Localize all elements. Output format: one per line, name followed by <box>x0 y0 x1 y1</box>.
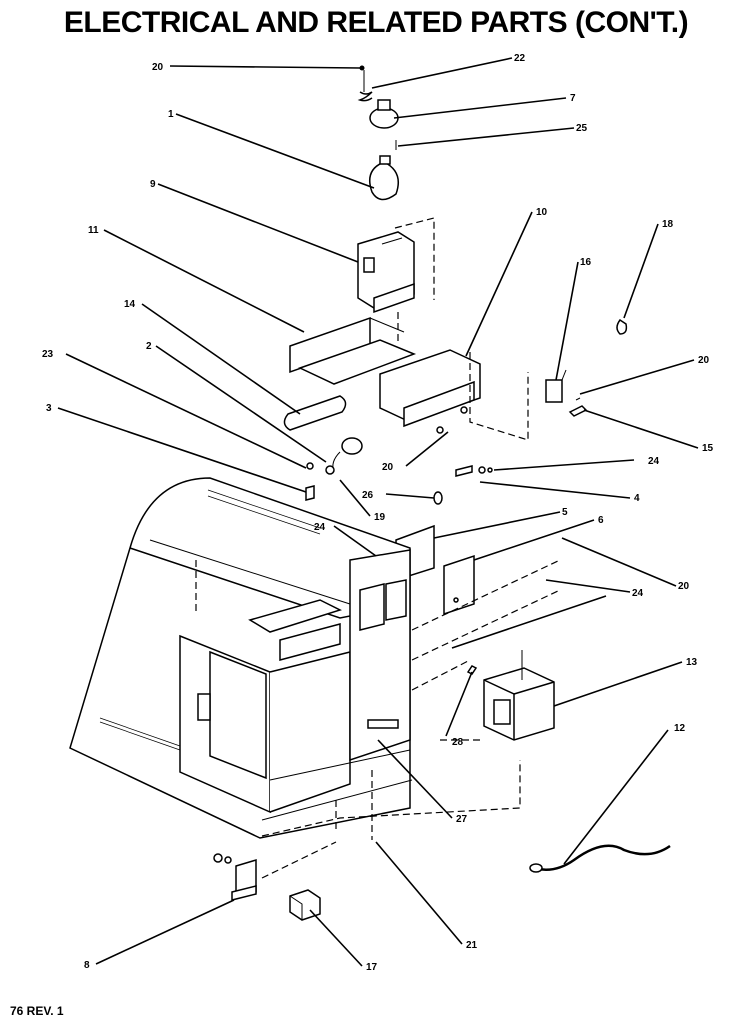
callout-label: 19 <box>374 512 386 523</box>
capacitor <box>283 395 363 475</box>
callout-label: 2 <box>146 341 152 352</box>
callout-label: 16 <box>580 257 592 268</box>
callout-label: 13 <box>686 657 698 668</box>
callout-label: 20 <box>698 355 710 366</box>
callout-5: 5 <box>433 507 568 539</box>
callout-20-mid: 20 <box>382 431 449 473</box>
callout-label: 5 <box>562 507 568 518</box>
lamp-socket-assembly <box>357 70 399 150</box>
callout-1: 1 <box>168 109 375 189</box>
transformer <box>483 650 555 741</box>
callout-label: 26 <box>362 490 374 501</box>
power-cord <box>529 844 671 873</box>
fasteners <box>305 462 493 505</box>
callout-label: 12 <box>674 723 686 734</box>
side-plate <box>443 554 475 616</box>
callout-label: 24 <box>314 522 326 533</box>
callout-label: 22 <box>514 53 526 64</box>
callout-20-lower: 20 <box>561 537 690 592</box>
callout-label: 14 <box>124 299 136 310</box>
callout-28: 28 <box>445 671 473 748</box>
callout-11: 11 <box>88 225 305 333</box>
callout-label: 28 <box>452 737 464 748</box>
callout-12: 12 <box>563 723 686 865</box>
callout-label: 15 <box>702 443 714 454</box>
thermal-fuse <box>616 318 628 335</box>
callout-label: 18 <box>662 219 674 230</box>
callout-label: 1 <box>168 109 174 120</box>
shelf-bracket <box>289 316 417 385</box>
page-title: ELECTRICAL AND RELATED PARTS (CON'T.) <box>63 6 689 39</box>
callout-26: 26 <box>362 490 435 501</box>
callout-8: 8 <box>84 899 235 971</box>
callout-label: 24 <box>632 588 644 599</box>
callout-19: 19 <box>339 479 386 523</box>
callout-7: 7 <box>393 93 576 119</box>
lamp-bracket <box>357 231 415 314</box>
callout-27: 27 <box>377 739 468 825</box>
callout-3: 3 <box>46 403 307 493</box>
callout-label: 6 <box>598 515 604 526</box>
callout-20-right: 20 <box>579 355 710 395</box>
callout-25: 25 <box>397 123 588 147</box>
callout-6: 6 <box>473 515 604 561</box>
callout-label: 4 <box>634 493 640 504</box>
callout-15: 15 <box>583 409 714 454</box>
callout-4: 4 <box>479 481 640 504</box>
callout-label: 21 <box>466 940 478 951</box>
callout-9: 9 <box>150 179 359 263</box>
callout-24-middle: 24 <box>314 522 377 557</box>
callout-2: 2 <box>146 341 327 463</box>
lamp-bulb <box>369 155 399 201</box>
switch <box>545 369 567 403</box>
callout-label: 23 <box>42 349 54 360</box>
oven-cabinet <box>69 477 413 839</box>
page-footer-code: 76 REV. 1 <box>10 1004 64 1018</box>
bottom-bracket <box>213 853 257 901</box>
callout-label: 9 <box>150 179 156 190</box>
callout-10: 10 <box>465 207 548 357</box>
callout-20-top: 20 <box>152 62 365 73</box>
callout-label: 20 <box>678 581 690 592</box>
callout-18: 18 <box>623 219 674 319</box>
callout-label: 25 <box>576 123 588 134</box>
callout-label: 24 <box>648 456 660 467</box>
callout-label: 20 <box>382 462 394 473</box>
callout-17: 17 <box>309 909 378 973</box>
callout-14: 14 <box>124 299 301 415</box>
callout-16: 16 <box>555 257 592 381</box>
callout-13: 13 <box>553 657 698 707</box>
callout-label: 8 <box>84 960 90 971</box>
callout-label: 17 <box>366 962 378 973</box>
callout-24-upper: 24 <box>493 456 660 471</box>
callout-label: 20 <box>152 62 164 73</box>
callout-21: 21 <box>375 841 478 951</box>
callout-label: 10 <box>536 207 548 218</box>
callout-24-lower: 24 <box>451 579 644 649</box>
callout-label: 7 <box>570 93 576 104</box>
callout-label: 11 <box>88 225 99 236</box>
callout-label: 3 <box>46 403 52 414</box>
callout-22: 22 <box>371 53 526 89</box>
callout-23: 23 <box>42 349 307 469</box>
callout-label: 27 <box>456 814 468 825</box>
mounting-plate <box>379 349 481 434</box>
